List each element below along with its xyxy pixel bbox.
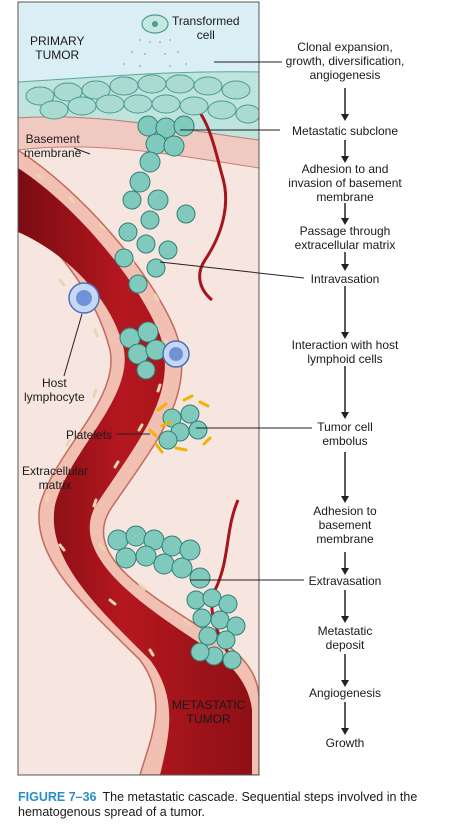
primary-tumor-cells bbox=[25, 74, 259, 124]
step-intravasation: Intravasation bbox=[310, 272, 380, 286]
step-passage-matrix: Passage through extracellular matrix bbox=[294, 224, 396, 252]
panel-border bbox=[17, 1, 260, 776]
basement-membrane-band bbox=[18, 116, 259, 169]
step-extravasation: Extravasation bbox=[308, 574, 382, 588]
host-lymphocyte-label: Host lymphocyte bbox=[24, 376, 85, 404]
step-clonal-expansion: Clonal expansion, growth, diversificatio… bbox=[285, 40, 405, 82]
primary-tumor-label: PRIMARY TUMOR bbox=[30, 34, 85, 62]
metastatic-subclone-cells bbox=[129, 115, 195, 211]
step-metastatic-deposit: Metastatic deposit bbox=[317, 624, 373, 652]
step-metastatic-subclone: Metastatic subclone bbox=[291, 124, 399, 138]
capillary-upper bbox=[188, 98, 228, 302]
circulating-cluster bbox=[119, 321, 167, 380]
primary-tumor-area bbox=[18, 2, 259, 82]
lymphocyte-1-nucleus bbox=[76, 290, 92, 306]
figure-number: FIGURE 7–36 bbox=[18, 790, 97, 804]
leader-lines bbox=[63, 61, 312, 581]
extracellular-matrix-label: Extracellular matrix bbox=[22, 464, 89, 492]
arrowheads bbox=[341, 114, 349, 735]
step-adhesion-basement: Adhesion to basement membrane bbox=[313, 504, 377, 546]
platelets-label: Platelets bbox=[66, 428, 113, 442]
caption-text: The metastatic cascade. Sequential steps… bbox=[18, 790, 418, 819]
transformed-cell-label: Transformed cell bbox=[172, 14, 240, 42]
platelets bbox=[148, 394, 212, 454]
step-tumor-embolus: Tumor cell embolus bbox=[317, 420, 373, 448]
basement-membrane-label: Basement membrane bbox=[24, 132, 82, 160]
transformed-cell-nucleus bbox=[152, 21, 158, 27]
adhesion-cluster bbox=[107, 525, 211, 589]
embolus-cells bbox=[158, 404, 208, 450]
lymphocyte-2-nucleus bbox=[169, 347, 183, 361]
metastatic-tumor-label: METASTATIC TUMOR bbox=[172, 698, 246, 726]
step-interaction-lymphoid: Interaction with host lymphoid cells bbox=[291, 338, 399, 366]
metastatic-deposit-cells bbox=[186, 588, 246, 670]
step-adhesion-invasion: Adhesion to and invasion of basement mem… bbox=[288, 162, 402, 204]
step-angiogenesis: Angiogenesis bbox=[308, 686, 382, 700]
invading-cells bbox=[114, 190, 196, 294]
step-growth: Growth bbox=[325, 736, 365, 750]
spray-dots bbox=[123, 39, 187, 67]
